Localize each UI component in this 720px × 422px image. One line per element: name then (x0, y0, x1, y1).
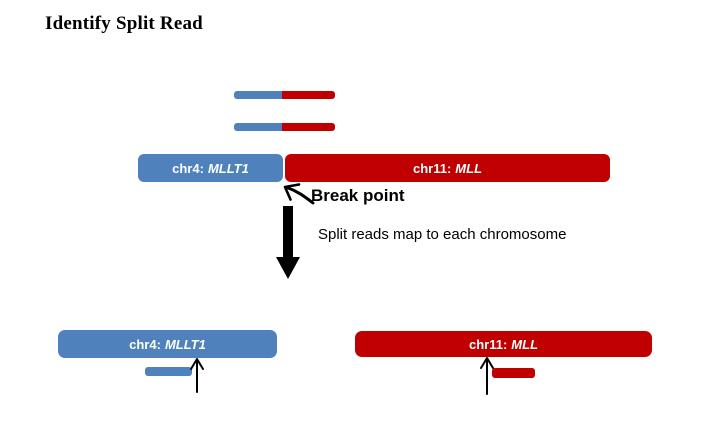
split-reads-caption: Split reads map to each chromosome (318, 226, 567, 243)
split-read-1-chr11-segment (282, 91, 335, 99)
page-title: Identify Split Read (45, 13, 203, 34)
fusion-bar-chr4: chr4:MLLT1 (138, 154, 283, 182)
split-read-2 (234, 123, 335, 131)
split-read-2-chr11-segment (282, 123, 335, 131)
fusion-bar-chr11: chr11:MLL (285, 154, 610, 182)
chr11-bar-label: chr11:MLL (468, 336, 539, 352)
split-read-1 (234, 91, 335, 99)
chr4-mapped-half-read (145, 367, 192, 376)
break-point-label: Break point (311, 186, 405, 205)
chr11-mapped-half-read (492, 368, 535, 378)
down-arrow-icon (276, 206, 300, 279)
chr11-bar: chr11:MLL (355, 331, 652, 357)
chr4-bar: chr4:MLLT1 (58, 330, 277, 358)
fusion-bar-chr11-label: chr11:MLL (412, 160, 483, 176)
split-read-1-chr4-segment (234, 91, 282, 99)
split-read-2-chr4-segment (234, 123, 282, 131)
fusion-bar-chr4-label: chr4:MLLT1 (172, 160, 249, 176)
chr4-bar-label: chr4:MLLT1 (129, 336, 206, 352)
break-point-arrow-icon (283, 183, 315, 205)
chr4-up-arrow-icon (190, 358, 204, 393)
